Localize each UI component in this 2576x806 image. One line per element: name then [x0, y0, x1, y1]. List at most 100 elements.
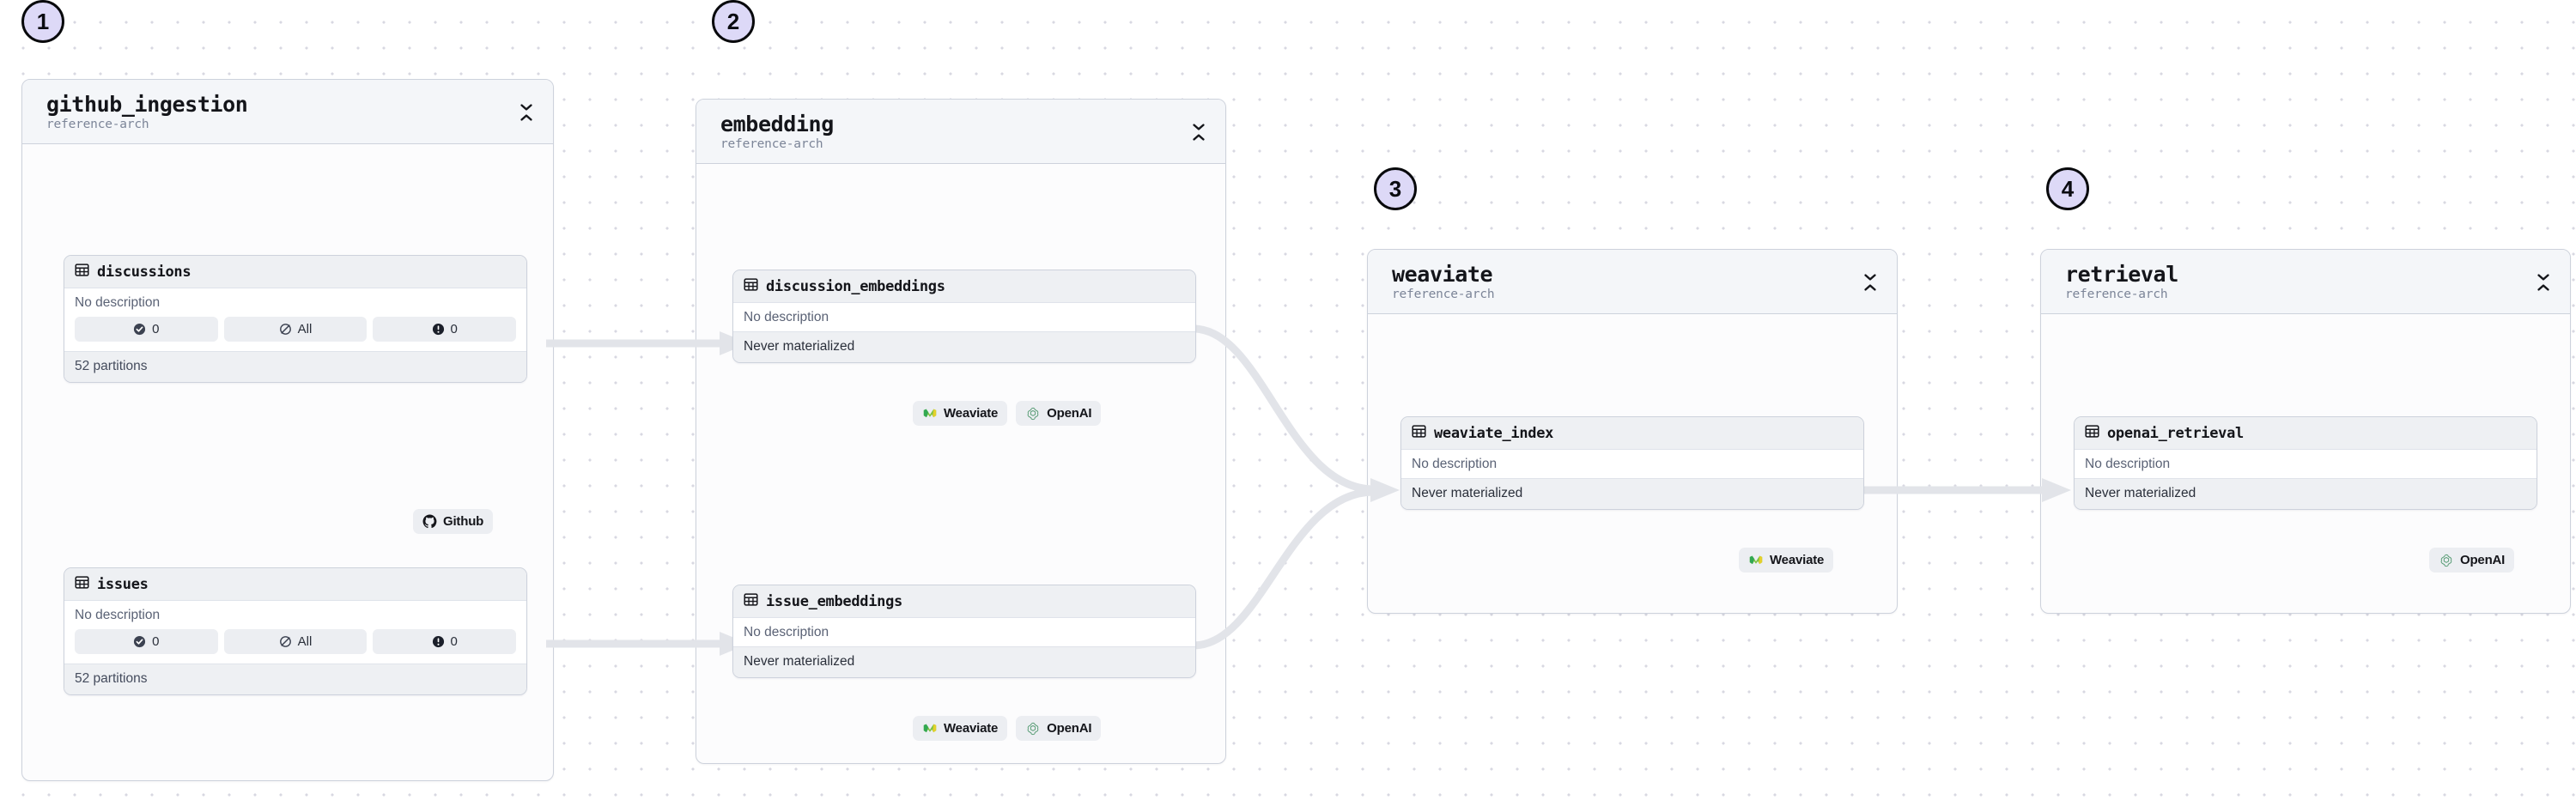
stat-value: 0 — [152, 322, 160, 336]
asset-partitions: 52 partitions — [64, 351, 526, 382]
asset-header: issue_embeddings — [733, 585, 1195, 618]
openai-icon — [1025, 721, 1041, 736]
asset-node-discussions[interactable]: discussions No description 0 All 0 52 pa… — [64, 255, 527, 383]
asset-stats: 0 All 0 — [64, 629, 526, 664]
asset-materialization-status: Never materialized — [2075, 478, 2537, 509]
asset-header: openai_retrieval — [2075, 417, 2537, 450]
asset-stats: 0 All 0 — [64, 317, 526, 351]
badge-row-weaviate-index: Weaviate — [1739, 548, 1834, 573]
asset-name: issue_embeddings — [766, 593, 902, 610]
kind-badge-github[interactable]: Github — [413, 509, 494, 534]
group-header-text: github_ingestion reference-arch — [46, 93, 248, 131]
exclamation-circle-icon — [432, 635, 445, 648]
stat-checks[interactable]: 0 — [75, 317, 218, 342]
asset-node-openai-retrieval[interactable]: openai_retrieval No description Never ma… — [2074, 416, 2537, 510]
group-subtitle: reference-arch — [720, 137, 823, 151]
group-header-text: retrieval reference-arch — [2065, 263, 2178, 301]
group-header[interactable]: retrieval reference-arch — [2041, 250, 2570, 314]
badge-label: OpenAI — [1047, 406, 1092, 421]
stat-freshness[interactable]: All — [223, 317, 368, 342]
badge-label: Weaviate — [944, 406, 999, 421]
stat-freshness[interactable]: All — [223, 629, 368, 654]
asset-name: discussions — [97, 264, 191, 281]
kind-badge-weaviate[interactable]: Weaviate — [913, 716, 1008, 741]
kind-badge-openai[interactable]: OpenAI — [1016, 716, 1102, 741]
collapse-chevrons-icon[interactable] — [1861, 270, 1880, 295]
step-marker-4: 4 — [2046, 167, 2089, 210]
step-marker-label: 1 — [36, 8, 50, 34]
kind-badge-weaviate[interactable]: Weaviate — [1739, 548, 1834, 573]
asset-description: No description — [1401, 450, 1863, 478]
group-weaviate[interactable]: weaviate reference-arch weaviate_index N… — [1367, 249, 1898, 614]
group-title: weaviate — [1392, 262, 1493, 287]
collapse-chevrons-icon[interactable] — [517, 100, 536, 125]
weaviate-icon — [922, 406, 938, 421]
weaviate-icon — [1748, 553, 1764, 568]
badge-label: OpenAI — [2460, 553, 2506, 567]
weaviate-icon — [922, 721, 938, 736]
asset-description: No description — [2075, 450, 2537, 478]
collapse-chevrons-icon[interactable] — [2534, 270, 2553, 295]
step-marker-2: 2 — [712, 0, 755, 43]
stat-value: 0 — [450, 322, 458, 336]
stat-value: 0 — [450, 634, 458, 649]
group-header-text: weaviate reference-arch — [1392, 262, 1495, 301]
asset-description: No description — [64, 288, 526, 317]
asset-name: weaviate_index — [1434, 425, 1554, 442]
step-marker-label: 4 — [2061, 175, 2075, 202]
group-subtitle: reference-arch — [46, 118, 149, 131]
stat-value: All — [297, 634, 313, 649]
badge-label: Weaviate — [1770, 553, 1825, 567]
kind-badge-weaviate[interactable]: Weaviate — [913, 401, 1008, 426]
step-marker-label: 2 — [726, 8, 740, 34]
asset-name: discussion_embeddings — [766, 278, 945, 295]
no-freshness-icon — [279, 323, 292, 336]
asset-header: issues — [64, 568, 526, 601]
group-subtitle: reference-arch — [1392, 288, 1495, 301]
asset-node-discussion-embeddings[interactable]: discussion_embeddings No description Nev… — [732, 270, 1196, 363]
table-icon — [744, 592, 758, 611]
group-title: retrieval — [2065, 262, 2178, 287]
group-github-ingestion[interactable]: github_ingestion reference-arch discussi… — [21, 79, 554, 781]
openai-icon — [2439, 553, 2454, 568]
badge-row-openai-retrieval: OpenAI — [2429, 548, 2515, 573]
stat-checks[interactable]: 0 — [75, 629, 218, 654]
badge-label: OpenAI — [1047, 721, 1092, 736]
asset-description: No description — [64, 601, 526, 629]
stat-value: All — [297, 322, 313, 336]
group-subtitle: reference-arch — [2065, 288, 2168, 301]
table-icon — [744, 277, 758, 296]
group-header[interactable]: github_ingestion reference-arch — [22, 80, 553, 144]
asset-node-weaviate-index[interactable]: weaviate_index No description Never mate… — [1400, 416, 1864, 510]
kind-badge-openai[interactable]: OpenAI — [2429, 548, 2515, 573]
asset-name: issues — [97, 576, 149, 593]
asset-node-issues[interactable]: issues No description 0 All 0 52 partiti… — [64, 567, 527, 695]
group-header[interactable]: embedding reference-arch — [696, 100, 1225, 164]
asset-node-issue-embeddings[interactable]: issue_embeddings No description Never ma… — [732, 585, 1196, 678]
asset-materialization-status: Never materialized — [733, 646, 1195, 677]
badge-row-issue-embeddings: Weaviate OpenAI — [913, 716, 1102, 741]
badge-row-discussion-embeddings: Weaviate OpenAI — [913, 401, 1102, 426]
step-marker-1: 1 — [21, 0, 64, 43]
stat-value: 0 — [152, 634, 160, 649]
stat-alerts[interactable]: 0 — [373, 629, 517, 654]
openai-icon — [1025, 406, 1041, 421]
asset-materialization-status: Never materialized — [1401, 478, 1863, 509]
exclamation-circle-icon — [432, 323, 445, 336]
asset-header: discussions — [64, 256, 526, 288]
table-icon — [2085, 424, 2099, 443]
stat-alerts[interactable]: 0 — [373, 317, 517, 342]
group-title: embedding — [720, 112, 834, 136]
group-header[interactable]: weaviate reference-arch — [1368, 250, 1897, 314]
badge-label: Github — [443, 514, 484, 529]
kind-badge-openai[interactable]: OpenAI — [1016, 401, 1102, 426]
badge-label: Weaviate — [944, 721, 999, 736]
group-retrieval[interactable]: retrieval reference-arch openai_retrieva… — [2040, 249, 2571, 614]
asset-description: No description — [733, 618, 1195, 646]
table-icon — [75, 263, 89, 282]
asset-description: No description — [733, 303, 1195, 331]
asset-name: openai_retrieval — [2107, 425, 2244, 442]
group-embedding[interactable]: embedding reference-arch discussion_embe… — [696, 99, 1226, 764]
collapse-chevrons-icon[interactable] — [1189, 119, 1208, 145]
